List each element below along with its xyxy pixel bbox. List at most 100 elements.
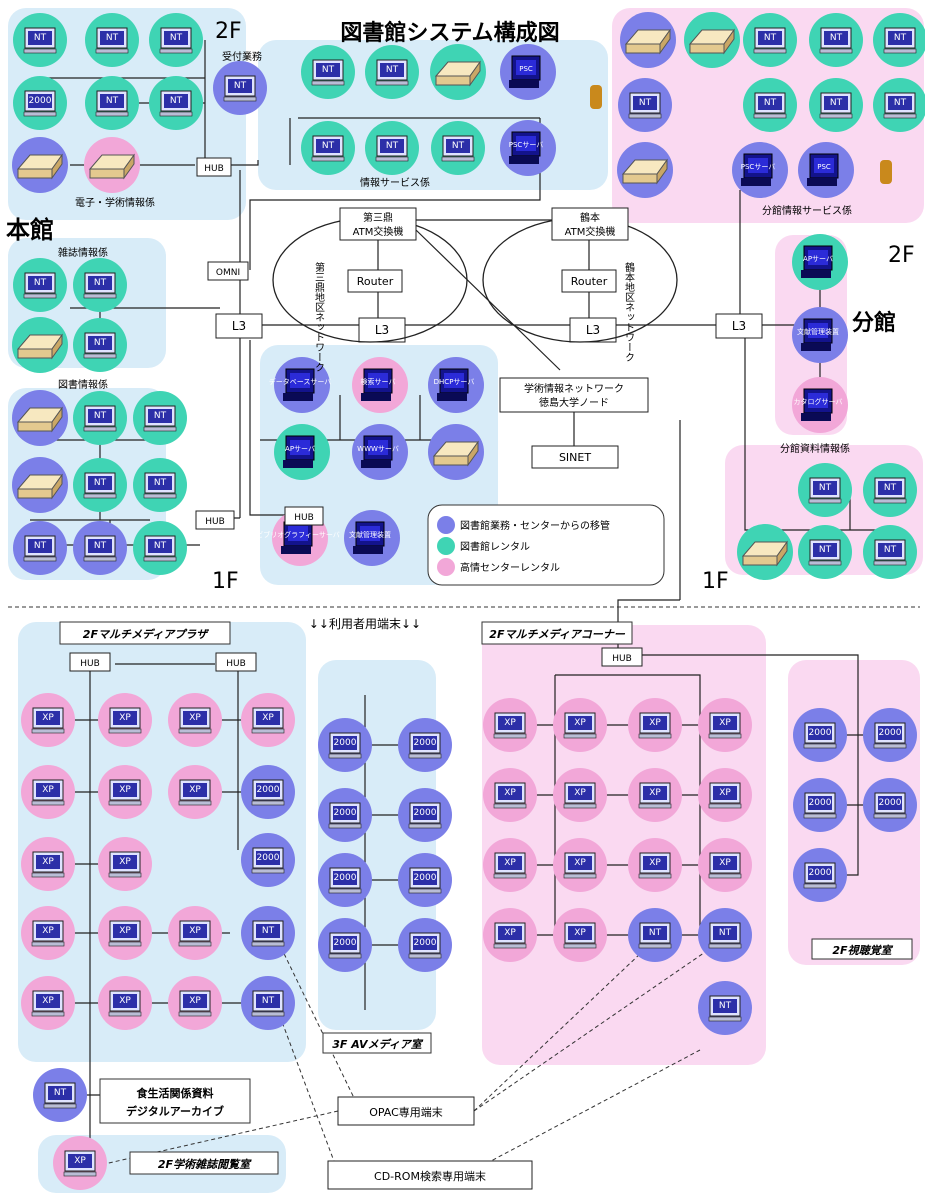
terminal-corner-extra-label: NT	[719, 1001, 732, 1011]
terminal-plaza-9-label: XP	[119, 857, 131, 867]
terminal-plaza-0-label: XP	[42, 713, 54, 723]
server-dhcp-label: DHCPサーバ	[434, 378, 475, 386]
terminal-corner-11-label: XP	[719, 858, 731, 868]
omni-switch: OMNI	[207, 261, 249, 281]
callout-opac: OPAC専用端末	[337, 1096, 475, 1126]
l3-ring2-label: L3	[586, 323, 600, 337]
psc-server-label: PSCサーバ	[509, 141, 543, 149]
terminal-av-7-label: 2000	[414, 938, 437, 948]
terminal-bunkan-1: NT	[809, 13, 863, 67]
usage-banner: ↓↓利用者用端末↓↓	[309, 617, 421, 631]
terminal-plaza-12: XP	[98, 906, 152, 960]
terminal-corner-13: XP	[553, 908, 607, 962]
hub-corner-label: HUB	[612, 654, 632, 664]
room-label-archive-1: 食生活関係資料	[137, 1086, 214, 1100]
legend-swatch-0	[437, 516, 455, 534]
callout-cdrom: CD-ROM検索専用端末	[327, 1160, 533, 1190]
server-db-label: データベースサーバ	[269, 377, 332, 386]
terminal-av2-2-label: 2000	[809, 798, 832, 808]
terminal-av-3: 2000	[398, 788, 452, 842]
terminal-plaza-8: XP	[21, 837, 75, 891]
printer-b1f	[737, 524, 793, 580]
room-label-shichoukaku: 2F視聴覚室	[832, 944, 893, 957]
legend-swatch-1	[437, 537, 455, 555]
terminal-zasshi-1: NT	[73, 258, 127, 312]
terminal-2f-1: NT	[85, 13, 139, 67]
l3-branch-label: L3	[732, 319, 746, 333]
room-label-bunkan-jouhou: 分館情報サービス係	[762, 204, 852, 217]
terminal-bunkan-5-label: NT	[830, 98, 843, 108]
terminal-corner-1-label: XP	[574, 718, 586, 728]
terminal-tosho-4: NT	[13, 521, 67, 575]
terminal-corner-2: XP	[628, 698, 682, 752]
terminal-2f-3: 2000	[13, 76, 67, 130]
terminal-corner-9-label: XP	[574, 858, 586, 868]
storage-icon-2	[880, 160, 892, 184]
terminal-av-0-label: 2000	[334, 738, 357, 748]
floor-2f-left: 2F	[215, 19, 242, 44]
terminal-av-0: 2000	[318, 718, 372, 772]
terminal-gakushu-label: XP	[74, 1156, 86, 1166]
terminal-corner-6-label: XP	[649, 788, 661, 798]
server-dhcp: DHCPサーバ	[428, 357, 484, 413]
room-label-gakushu: 2F学術雑誌閲覧室	[158, 1158, 252, 1171]
terminal-b1f-2-label: NT	[819, 545, 832, 555]
hub-plaza-2: HUB	[215, 652, 257, 672]
hub-plaza-2-label: HUB	[226, 659, 246, 669]
terminal-corner-0-label: XP	[504, 718, 516, 728]
terminal-2f-5-label: NT	[170, 96, 183, 106]
terminal-js-2-label: NT	[322, 141, 335, 151]
atm-2-type: ATM交換機	[565, 225, 616, 238]
terminal-plaza-17: XP	[168, 976, 222, 1030]
server-ap-label: APサーバ	[285, 445, 315, 453]
printer-bunkan-3	[617, 142, 673, 198]
terminal-plaza-18: NT	[241, 976, 295, 1030]
terminal-bunkan-6: NT	[873, 78, 925, 132]
terminal-corner-15-label: NT	[719, 928, 732, 938]
terminal-bunkan-5: NT	[809, 78, 863, 132]
printer-js	[430, 44, 486, 100]
room-label-corner: 2Fマルチメディアコーナー	[489, 628, 625, 641]
terminal-2f-3-label: 2000	[29, 96, 52, 106]
terminal-av-3-label: 2000	[414, 808, 437, 818]
bunkan-psc: PSC	[798, 142, 854, 198]
server-www: WWWサーバ	[352, 424, 408, 480]
ring-2-label: 鶴本地区ネットワーク	[623, 261, 635, 362]
terminal-plaza-1: XP	[98, 693, 152, 747]
terminal-js-3: NT	[365, 121, 419, 175]
psc-terminal-label: PSC	[519, 65, 533, 73]
storage-icon	[590, 85, 602, 109]
terminal-av2-1-label: 2000	[879, 728, 902, 738]
terminal-tosho-3: NT	[133, 458, 187, 512]
hub-2f: HUB	[196, 157, 232, 177]
hub-farm-label: HUB	[294, 513, 314, 523]
terminal-av-7: 2000	[398, 918, 452, 972]
hub-1f: HUB	[195, 510, 235, 530]
terminal-js-2: NT	[301, 121, 355, 175]
terminal-plaza-0: XP	[21, 693, 75, 747]
terminal-plaza-7: 2000	[241, 765, 295, 819]
terminal-corner-8: XP	[483, 838, 537, 892]
bunkan-server-catalog: カタログサーバ	[792, 377, 848, 433]
legend-label-0: 図書館業務・センターからの移管	[460, 519, 610, 532]
terminal-tosho-3-label: NT	[154, 478, 167, 488]
building-branch: 分館	[852, 310, 896, 336]
terminal-b1f-3-label: NT	[884, 545, 897, 555]
omni-switch-label: OMNI	[216, 268, 240, 278]
hub-plaza-1: HUB	[69, 652, 111, 672]
l3-ring1-label: L3	[375, 323, 389, 337]
floor-1f-right: 1F	[702, 569, 729, 594]
terminal-zasshi-0: NT	[13, 258, 67, 312]
terminal-av2-3-label: 2000	[879, 798, 902, 808]
terminal-corner-4-label: XP	[504, 788, 516, 798]
printer-denshi-2	[84, 137, 140, 193]
l3-main: L3	[215, 313, 263, 339]
terminal-gakushu: XP	[53, 1136, 107, 1190]
terminal-tosho-5: NT	[73, 521, 127, 575]
terminal-plaza-6: XP	[168, 765, 222, 819]
terminal-b1f-0-label: NT	[819, 483, 832, 493]
router-2-label: Router	[571, 275, 608, 288]
terminal-plaza-3-label: XP	[262, 713, 274, 723]
terminal-bunkan-0: NT	[743, 13, 797, 67]
